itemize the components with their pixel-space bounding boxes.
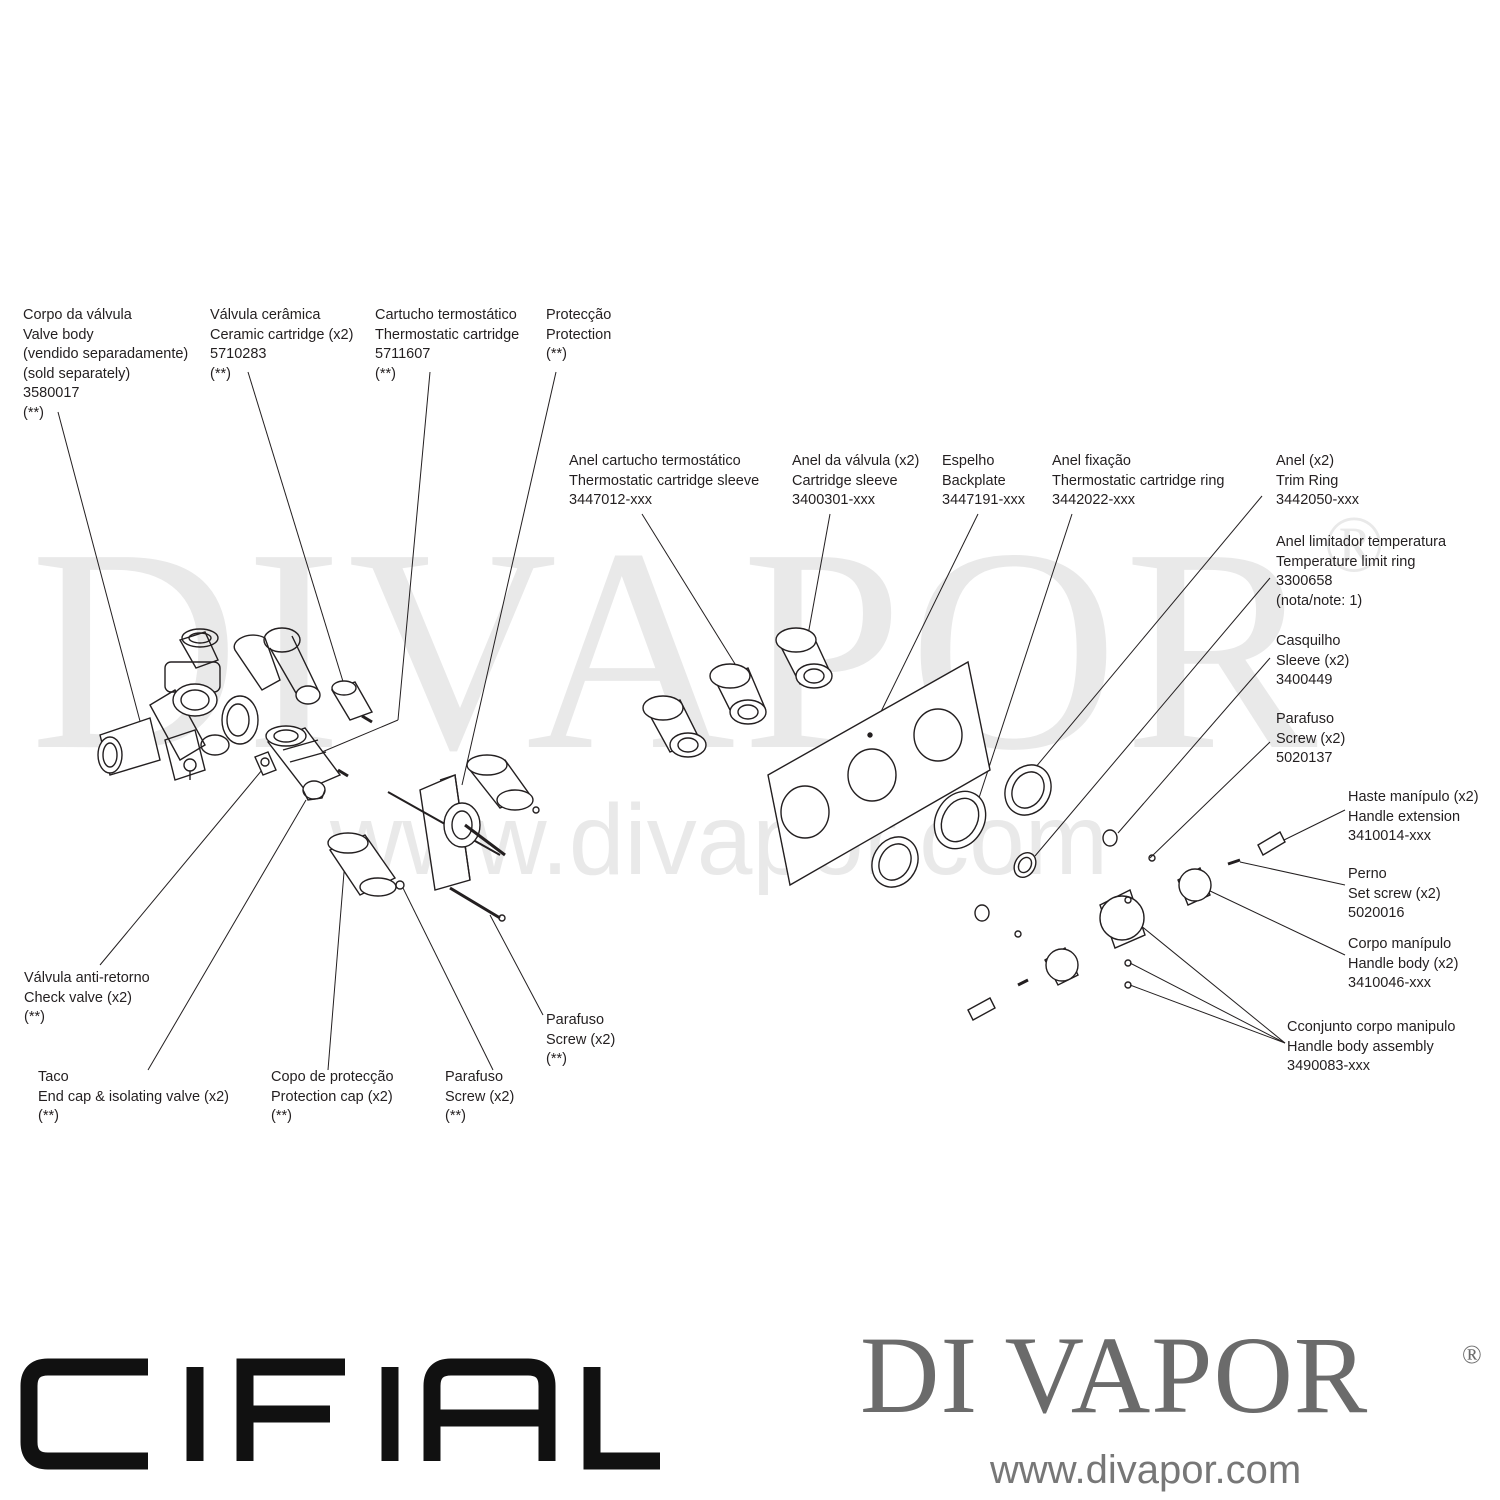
- divapor-url: www.divapor.com: [990, 1448, 1302, 1492]
- handle-assembly-drawing: [1099, 889, 1146, 989]
- divapor-registered-mark: ®: [1462, 1340, 1482, 1369]
- set-screw-drawing: [1017, 858, 1241, 987]
- check-valve-drawing: [254, 751, 277, 776]
- backplate-drawing: [767, 660, 991, 887]
- thermostatic-ring-drawing: [933, 790, 987, 850]
- trim-ring-drawing: [871, 764, 1052, 888]
- thermostatic-sleeve-drawing: [642, 663, 767, 758]
- handle-extension-drawing: [967, 831, 1286, 1021]
- handle-body-drawing: [1044, 866, 1212, 986]
- protection-cap-drawing: [327, 832, 405, 897]
- long-screws-drawing: [449, 886, 506, 922]
- protection-drawing: [387, 754, 540, 891]
- cartridge-sleeve-drawing: [775, 627, 833, 689]
- cifial-logo: [20, 1358, 660, 1470]
- leader-lines: [57, 371, 1346, 1071]
- temperature-limit-ring-drawing: [1013, 851, 1037, 879]
- small-screws-drawing: [1014, 854, 1156, 938]
- ceramic-cartridge-drawing: [330, 680, 374, 724]
- end-cap-drawing: [302, 780, 326, 801]
- valve-body-drawing: [97, 627, 321, 781]
- thermostatic-cartridge-drawing: [265, 725, 349, 791]
- divapor-logo: DI VAPOR: [860, 1314, 1369, 1436]
- sleeve-drawing: [974, 829, 1118, 922]
